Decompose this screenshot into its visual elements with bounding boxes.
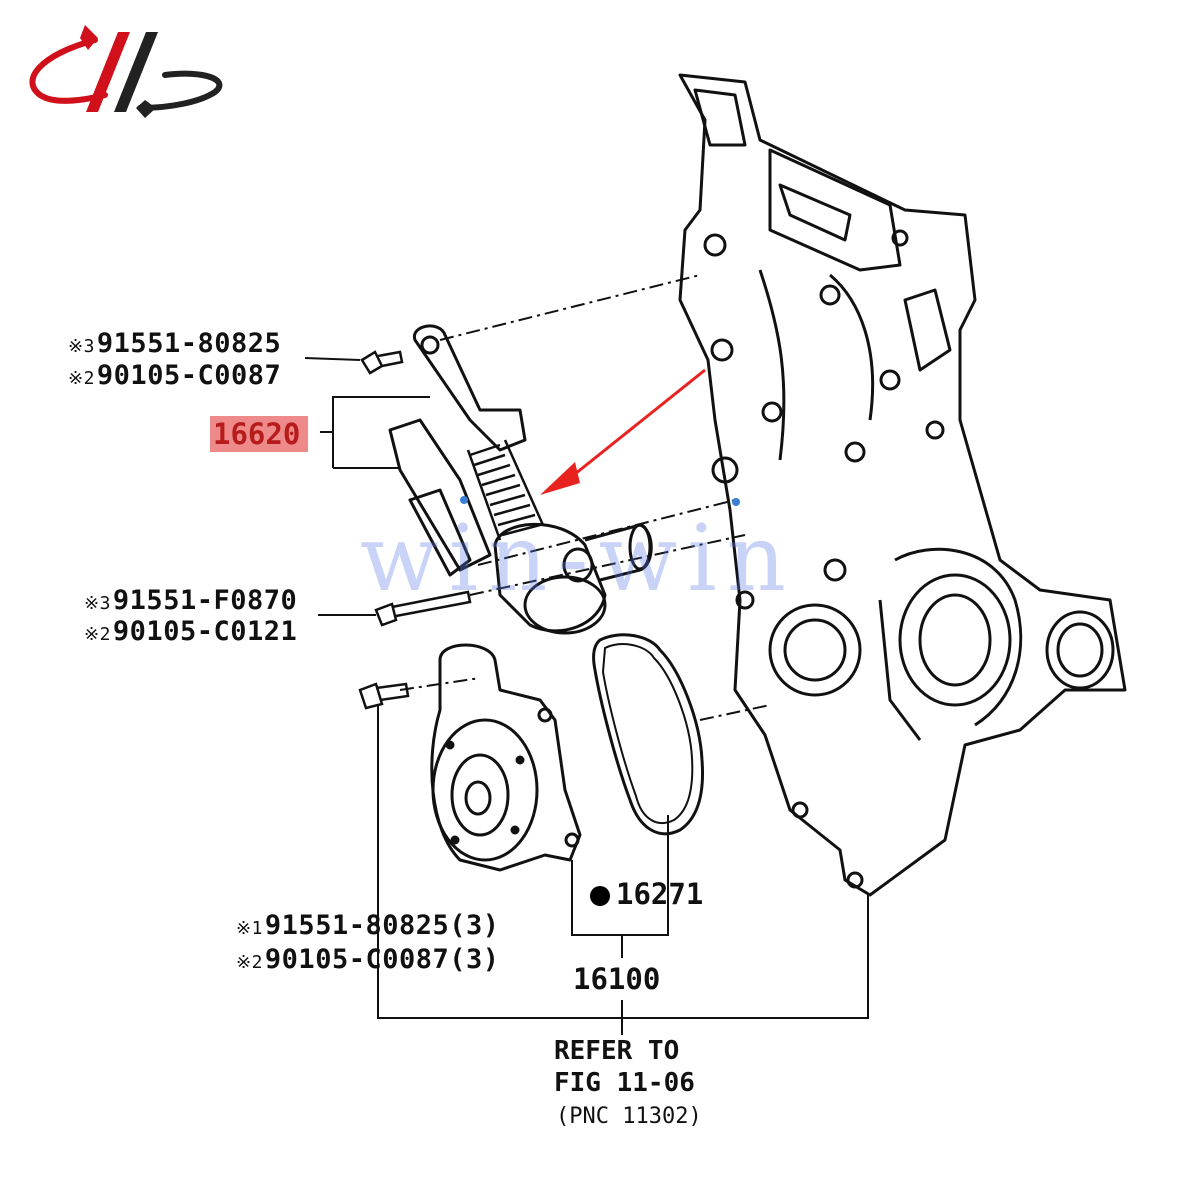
brand-logo: [29, 25, 223, 118]
alignment-lines: [399, 274, 771, 721]
marker-dot: [732, 498, 740, 506]
gasket-callout: 16271: [590, 877, 703, 911]
tensioner-bolt-callout-1: ※391551-80825: [68, 328, 282, 359]
watermark-text: win-win: [360, 505, 796, 612]
bolts: [358, 350, 472, 710]
pump-bolt-callout-1: ※191551-80825(3): [236, 910, 500, 941]
pump-gasket-inner: [601, 643, 694, 824]
red-arrow: [540, 368, 706, 495]
idler-bolt-callout-2: ※290105-C0121: [84, 616, 298, 647]
refer-line-2: FIG 11-06: [554, 1068, 695, 1098]
tensioner-part-number: 16620: [210, 416, 309, 452]
tensioner-spring: [466, 439, 545, 541]
refer-line-3: (PNC 11302): [556, 1104, 702, 1129]
pump-bolt-callout-2: ※290105-C0087(3): [236, 944, 500, 975]
tensioner-bolt-callout-2: ※290105-C0087: [68, 360, 282, 391]
bullet-dot: [590, 886, 610, 906]
water-pump: [430, 643, 582, 872]
idler-bolt-callout-1: ※391551-F0870: [84, 585, 298, 616]
highlighted-part-number: 16620: [210, 416, 309, 452]
leader-lines: [304, 357, 869, 1035]
marker-dot: [460, 496, 468, 504]
water-pump-part-number: 16100: [573, 962, 661, 996]
pump-gasket: [592, 633, 705, 836]
belt-tensioner: [388, 324, 653, 635]
refer-line-1: REFER TO: [554, 1036, 680, 1066]
timing-chain-cover: [678, 73, 1127, 897]
